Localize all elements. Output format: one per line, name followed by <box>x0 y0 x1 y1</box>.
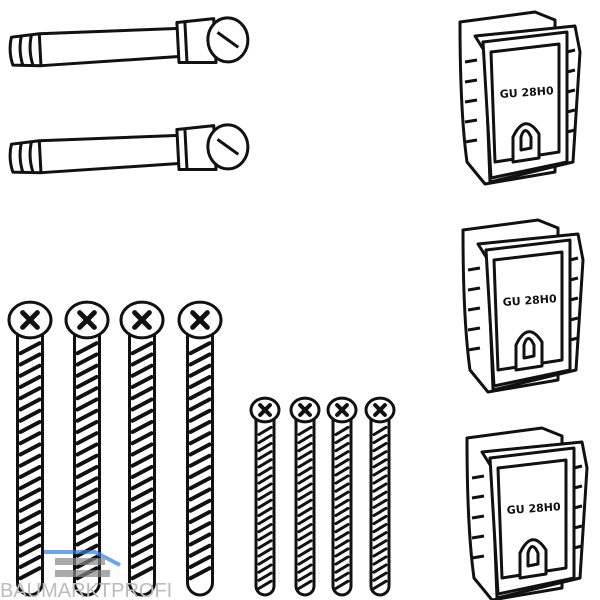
clip-label: GU 28H0 <box>506 500 561 517</box>
clip-3: GU 28H0 <box>465 426 589 600</box>
screw <box>364 396 396 597</box>
clip-label: GU 28H0 <box>499 84 554 101</box>
watermark: BAUMARKTPROFI <box>0 580 173 600</box>
screw <box>177 300 223 597</box>
screw <box>249 396 281 597</box>
clip-2: GU 28H0 <box>461 218 585 394</box>
screw <box>7 300 53 597</box>
clip-label: GU 28H0 <box>502 292 557 309</box>
pin <box>8 123 250 175</box>
screw <box>64 300 110 597</box>
clip-1: GU 28H0 <box>458 10 582 186</box>
pin <box>8 16 250 68</box>
screw <box>326 396 358 597</box>
screw <box>289 396 321 597</box>
screw <box>119 300 165 597</box>
watermark-logo <box>44 550 121 577</box>
